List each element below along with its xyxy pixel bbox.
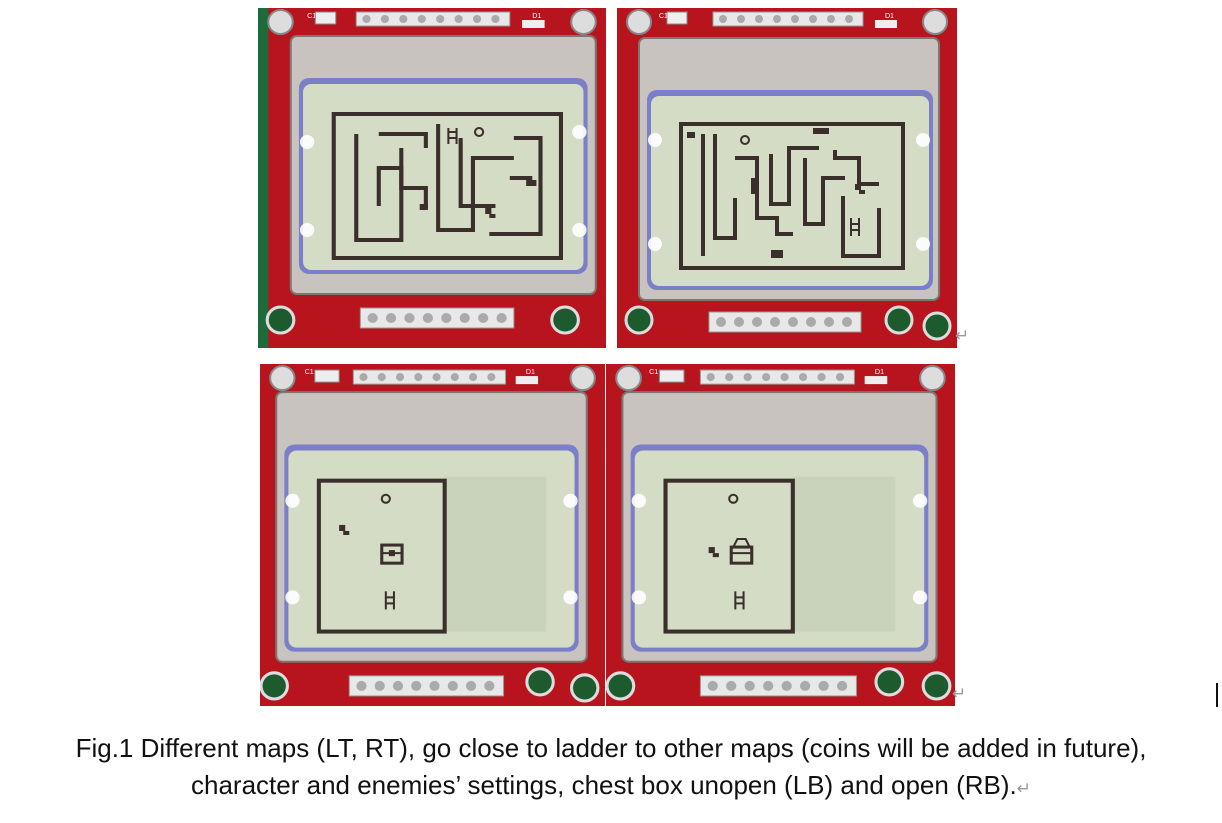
room-walls [663,478,795,634]
caption-line-1: Fig.1 Different maps (LT, RT), go close … [75,733,1147,763]
coin-icon [380,493,391,504]
paragraph-mark: ↵ [955,326,970,346]
silk-d1: D1 [526,369,535,376]
enemy-icon [708,547,719,558]
caption-line-2-text: character and enemies’ settings, chest b… [191,770,1017,800]
enemy-icon [687,128,829,258]
caption-line-2: character and enemies’ settings, chest b… [0,767,1222,808]
photo-right-top: C1 D1 [617,8,957,348]
silk-c1: C1 [305,369,314,376]
silk-d1: D1 [885,13,894,20]
chest-open-icon [729,538,754,565]
silk-c1: C1 [649,368,658,376]
maze-walls [331,112,564,260]
lcd-screen [303,84,584,270]
lcd-module-photo: C1 D1 [258,8,606,348]
silk-d1: D1 [875,368,884,376]
paragraph-mark: ↵ [952,684,967,704]
lcd-module-photo: C1 D1 [617,8,957,348]
silk-d1: D1 [532,12,541,20]
photo-right-bottom: C1 D1 [606,364,955,706]
coin-icon [728,493,739,504]
chest-closed-icon [380,543,404,565]
paragraph-mark: ↵ [1016,779,1031,799]
ladder-icon [384,591,395,610]
photo-left-top: C1 D1 [258,8,606,348]
ladder-icon [447,128,458,144]
text-cursor [1216,683,1218,707]
character-icon [855,184,865,194]
lcd-module-photo: C1 D1 [606,364,955,706]
room-walls [316,478,447,634]
coin-icon [740,135,750,145]
enemy-icon [419,180,537,210]
character-icon [485,208,496,218]
silk-c1: C1 [307,12,316,20]
enemy-icon [339,524,350,535]
ladder-icon [734,591,745,610]
maze-walls [679,122,905,270]
ladder-icon [850,218,860,236]
coin-icon [473,127,485,137]
lcd-module-photo: C1 D1 [260,364,605,706]
photo-left-bottom: C1 D1 [260,364,605,706]
silk-c1: C1 [659,13,668,20]
figure-caption: Fig.1 Different maps (LT, RT), go close … [0,730,1222,808]
